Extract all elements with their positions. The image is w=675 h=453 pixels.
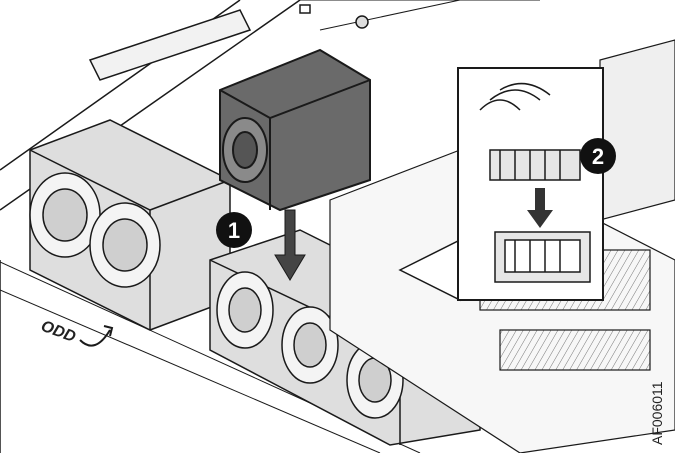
header-socket [494,231,591,283]
callout-2-number: 2 [592,144,604,169]
figure-code: AF006011 [649,381,665,445]
cable-connector [479,82,581,181]
callout-badge-1: 1 [216,212,252,248]
fan-module-rear-left [29,119,231,331]
connector-inset [398,67,604,302]
callout-badge-2: 2 [580,138,616,174]
callout-1-number: 1 [228,218,240,243]
odd-label: ODD [39,318,79,346]
fan-module-highlighted [219,48,371,212]
curved-arrow-icon [79,329,111,347]
down-arrow-icon [274,209,306,281]
insert-arrow-icon [527,188,553,228]
